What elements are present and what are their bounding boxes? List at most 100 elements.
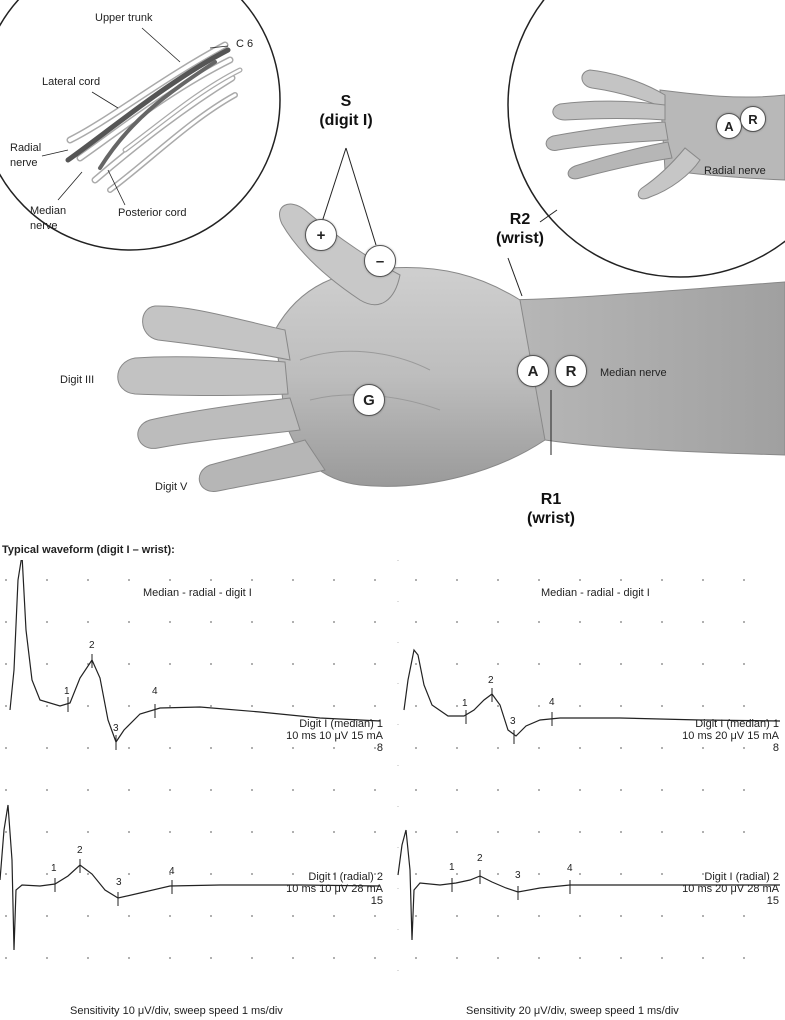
grid-dot xyxy=(5,705,7,707)
grid-dot xyxy=(87,831,89,833)
grid-dot xyxy=(251,873,253,875)
grid-dot xyxy=(210,957,212,959)
grid-dot xyxy=(579,957,581,959)
trace-right-radial xyxy=(397,829,780,941)
grid-dot xyxy=(620,789,622,791)
grid-dot xyxy=(743,789,745,791)
grid-dot xyxy=(497,915,499,917)
finger-little xyxy=(198,439,326,492)
grid-dot xyxy=(620,747,622,749)
grid-dot xyxy=(251,747,253,749)
grid-dot xyxy=(251,789,253,791)
left-median-peak-3: 3 xyxy=(113,723,119,734)
grid-dot xyxy=(702,873,704,875)
grid-dot xyxy=(415,915,417,917)
label-median-nerve: Median nerve xyxy=(600,367,667,379)
reference-electrode-radial: R xyxy=(740,106,766,132)
grid-dot xyxy=(538,621,540,623)
grid-dot xyxy=(579,915,581,917)
grid-dot xyxy=(333,705,335,707)
finger-middle xyxy=(117,356,289,396)
grid-dot xyxy=(46,873,48,875)
s-pointer-plus xyxy=(321,147,347,223)
label-stimulation: S (digit I) xyxy=(319,93,373,129)
grid-dot xyxy=(579,579,581,581)
grid-dot xyxy=(87,789,89,791)
grid-dot xyxy=(210,747,212,749)
label-median-nerve-2: nerve xyxy=(30,220,58,232)
grid-dot xyxy=(374,663,376,665)
grid-dot xyxy=(46,747,48,749)
grid-dot xyxy=(128,915,130,917)
grid-dots xyxy=(5,560,745,1000)
active-electrode-radial: A xyxy=(716,113,742,139)
grid-dot xyxy=(46,705,48,707)
right-trace1-label: Digit I (median) 1 10 ms 20 μV 15 mA 8 xyxy=(682,718,779,754)
finger-ring xyxy=(137,397,301,449)
left-radial-peak-3: 3 xyxy=(116,877,122,888)
grid-dot xyxy=(743,579,745,581)
grid-dot xyxy=(251,579,253,581)
grid-dot xyxy=(46,621,48,623)
grid-dot xyxy=(702,579,704,581)
grid-dot xyxy=(374,705,376,707)
grid-dot xyxy=(333,873,335,875)
grid-dot xyxy=(497,663,499,665)
grid-dot xyxy=(415,621,417,623)
grid-dot xyxy=(5,957,7,959)
grid-dot xyxy=(456,579,458,581)
grid-dot xyxy=(169,831,171,833)
grid-dot xyxy=(374,789,376,791)
grid-dot xyxy=(292,705,294,707)
left-radial-peak-2: 2 xyxy=(77,845,83,856)
right-radial-peak-4: 4 xyxy=(567,863,573,874)
right-radial-peak-2: 2 xyxy=(477,853,483,864)
right-radial-peak-3: 3 xyxy=(515,870,521,881)
grid-dot xyxy=(497,957,499,959)
grid-dot xyxy=(497,705,499,707)
grid-dot xyxy=(579,663,581,665)
grid-dot xyxy=(128,663,130,665)
grid-dot xyxy=(128,873,130,875)
grid-dot xyxy=(661,663,663,665)
grid-dot xyxy=(620,831,622,833)
stim-plus-electrode: + xyxy=(305,219,337,251)
grid-dot xyxy=(538,663,540,665)
forearm xyxy=(499,281,785,456)
right-radial-peak-1: 1 xyxy=(449,862,455,873)
grid-dot xyxy=(661,747,663,749)
grid-dot xyxy=(87,621,89,623)
grid-dot xyxy=(661,789,663,791)
grid-dot xyxy=(374,915,376,917)
grid-dot xyxy=(579,705,581,707)
grid-dot xyxy=(456,705,458,707)
grid-dot xyxy=(456,873,458,875)
grid-dot xyxy=(620,621,622,623)
grid-dot xyxy=(661,579,663,581)
grid-dot xyxy=(661,831,663,833)
grid-dot xyxy=(87,957,89,959)
grid-dot xyxy=(415,663,417,665)
grid-dot xyxy=(210,873,212,875)
grid-dot xyxy=(128,831,130,833)
grid-dot xyxy=(5,873,7,875)
grid-dot xyxy=(169,873,171,875)
grid-dot xyxy=(579,621,581,623)
stim-minus-electrode: – xyxy=(364,245,396,277)
grid-dot xyxy=(702,957,704,959)
s-pointer-minus xyxy=(345,147,377,246)
grid-dot xyxy=(620,579,622,581)
label-c6: C 6 xyxy=(236,38,254,50)
grid-dot xyxy=(87,915,89,917)
grid-dot xyxy=(456,663,458,665)
grid-dot xyxy=(538,579,540,581)
grid-dot xyxy=(374,957,376,959)
grid-dot xyxy=(169,705,171,707)
grid-dot xyxy=(5,831,7,833)
grid-dot xyxy=(87,747,89,749)
grid-dot xyxy=(538,957,540,959)
right-median-peak-4: 4 xyxy=(549,697,555,708)
grid-dot xyxy=(415,579,417,581)
grid-dot xyxy=(702,747,704,749)
grid-dot xyxy=(169,621,171,623)
